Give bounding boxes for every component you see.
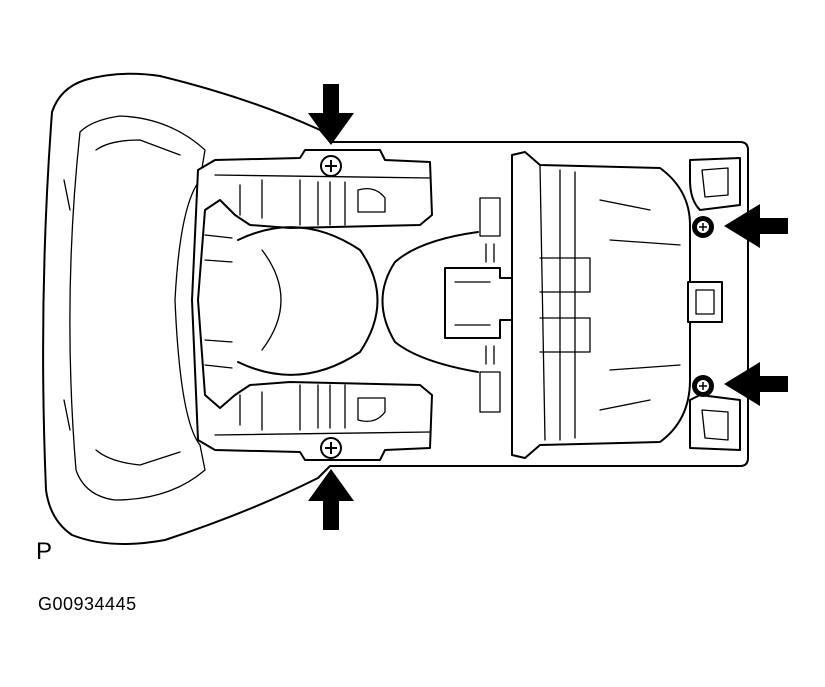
arrow-bottom	[308, 469, 354, 530]
figure-code: G00934445	[38, 594, 137, 614]
screw-right-lower	[692, 375, 714, 397]
view-label: P	[36, 538, 53, 565]
screw-bottom	[320, 437, 342, 459]
center-connector	[444, 197, 521, 413]
arrow-right-upper	[724, 204, 788, 248]
cup-housing	[511, 151, 723, 459]
arrow-top	[308, 84, 354, 145]
console-housing	[42, 72, 749, 545]
round-recess	[237, 226, 479, 376]
mount-bracket	[191, 149, 433, 461]
screw-top	[320, 155, 342, 177]
arrow-right-lower	[724, 362, 788, 406]
screw-right-upper	[692, 216, 714, 238]
